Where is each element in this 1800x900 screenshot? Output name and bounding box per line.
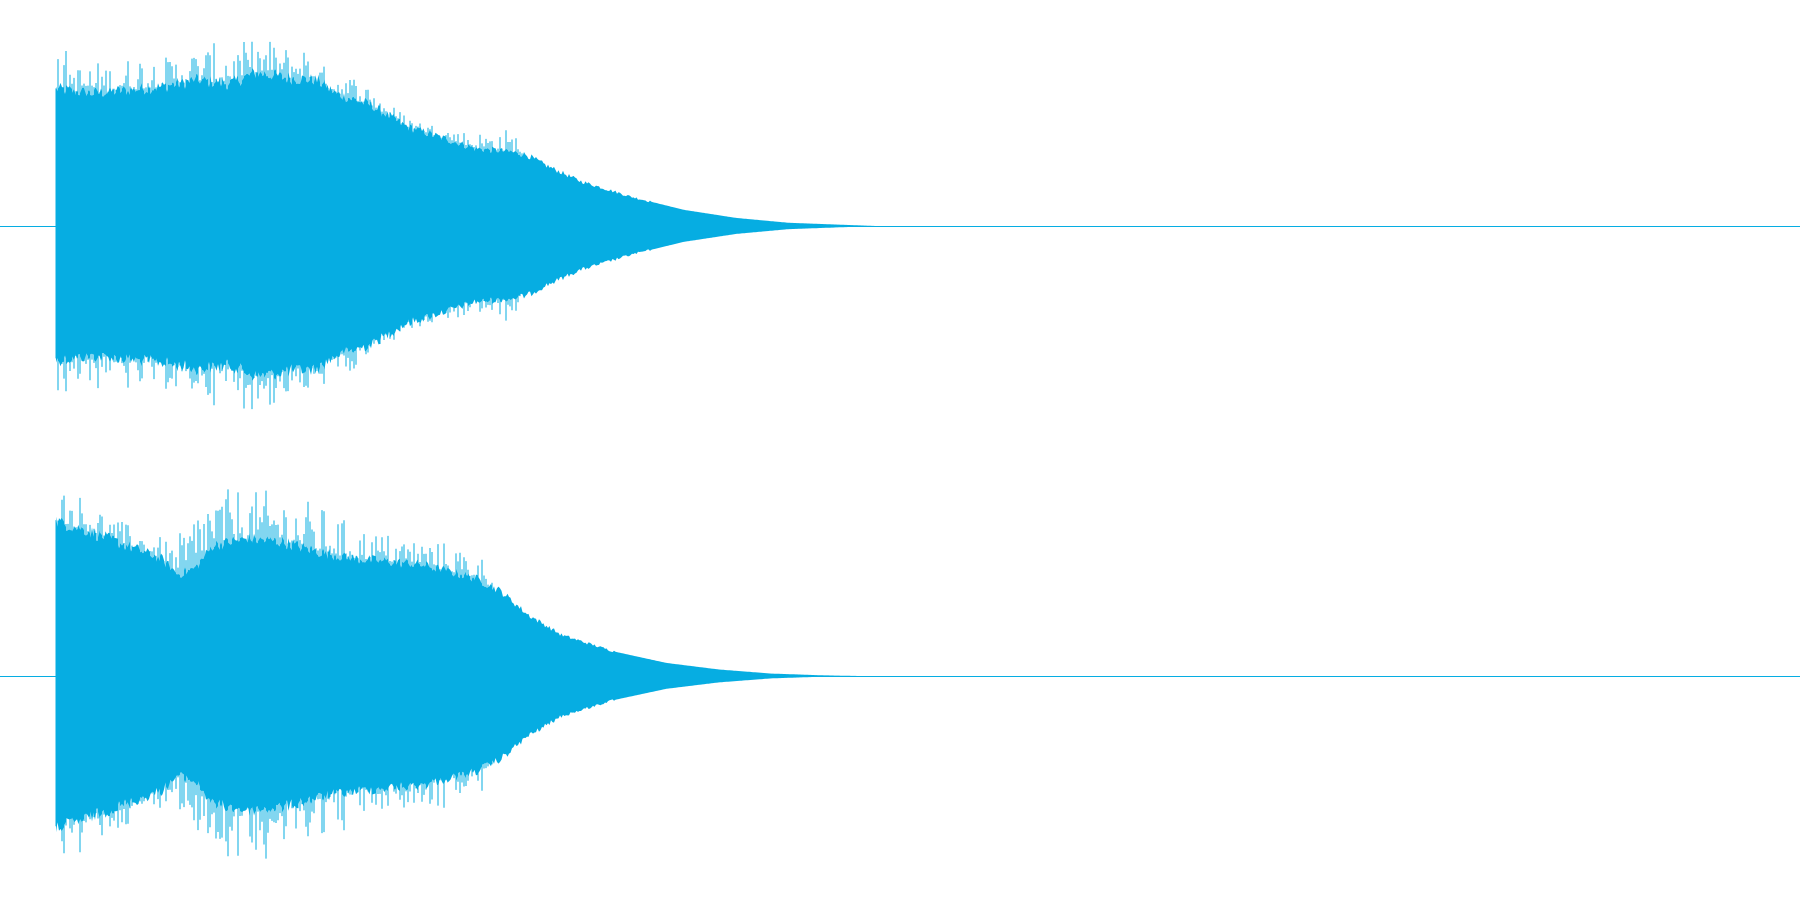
channel-1-waveform-spikes <box>55 41 523 410</box>
waveform-channel-1 <box>0 41 1800 410</box>
channel-2-waveform-spikes <box>55 489 493 859</box>
waveform-channel-2 <box>0 489 1800 859</box>
